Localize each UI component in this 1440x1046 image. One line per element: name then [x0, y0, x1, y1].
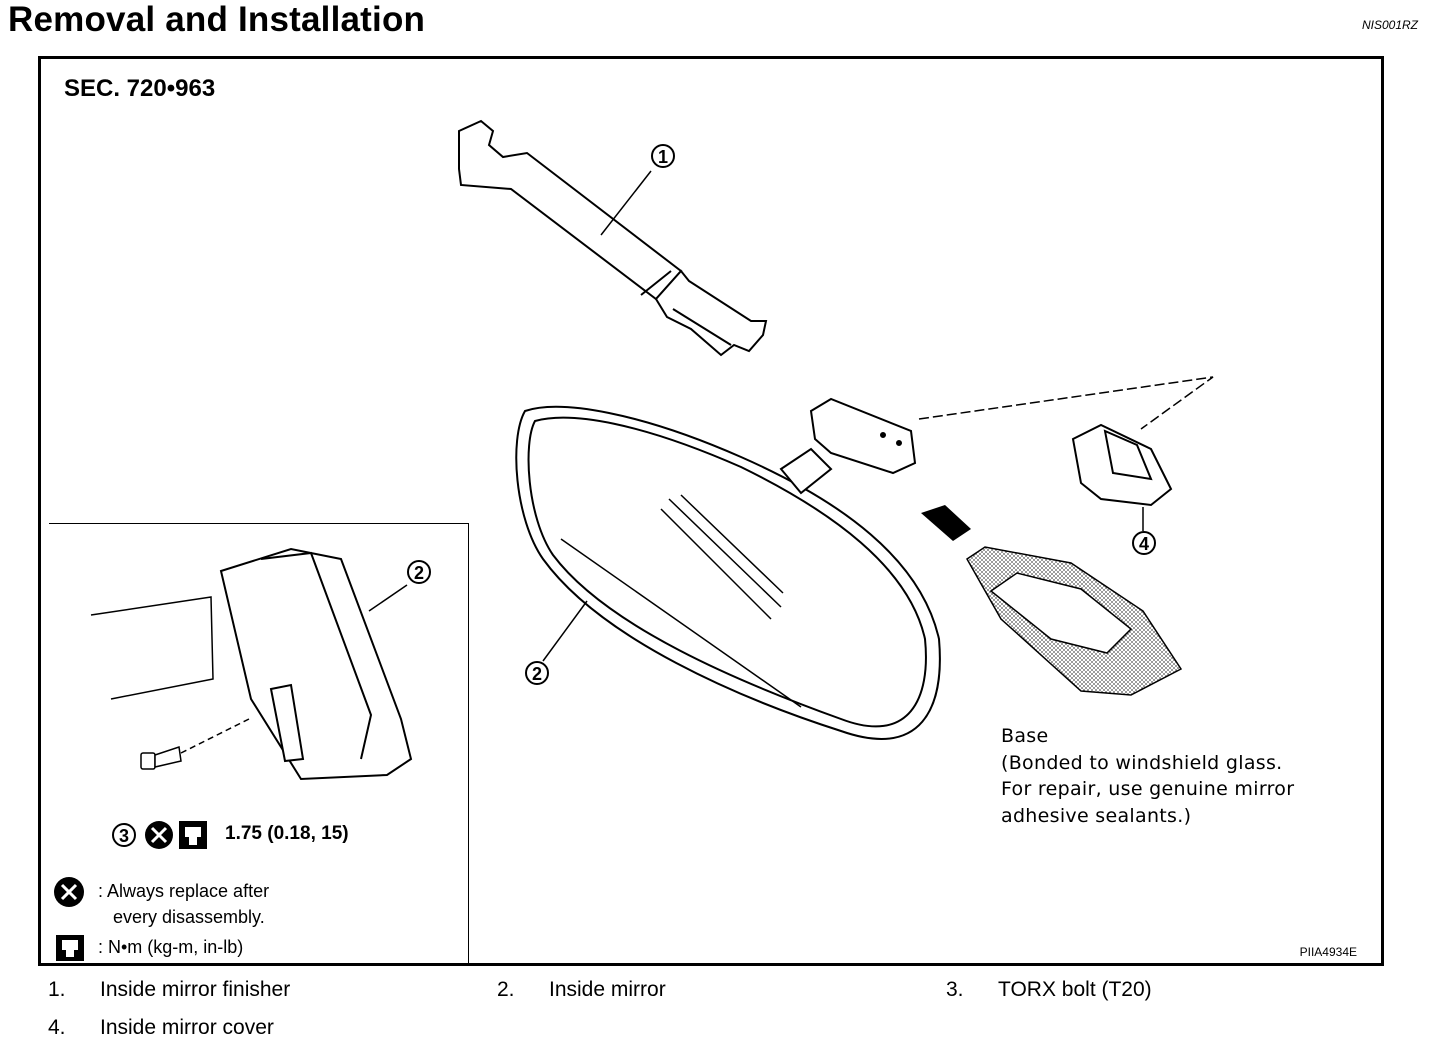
inset-panel: [49, 523, 469, 965]
legend-torque-units: : N•m (kg-m, in-lb): [98, 937, 244, 957]
replace-icon: [54, 877, 84, 907]
document-id: NIS001RZ: [1361, 18, 1418, 32]
part-name: Inside mirror: [549, 978, 666, 1001]
torque-wrench-icon: [56, 935, 84, 961]
illustration-frame: SEC. 720•963 1: [38, 56, 1384, 966]
callout-3: 3: [119, 826, 129, 846]
section-label: SEC. 720•963: [64, 75, 216, 102]
base-note: Base (Bonded to windshield glass. For re…: [1001, 723, 1294, 829]
legend-replace-line2: every disassembly.: [113, 907, 265, 927]
figure-id: PIIA4934E: [1299, 945, 1357, 959]
part-name: Inside mirror cover: [100, 1016, 274, 1039]
callout-4: 4: [1139, 534, 1149, 554]
torque-spec: 1.75 (0.18, 15): [225, 823, 349, 844]
mirror-cover-part: [1071, 423, 1173, 507]
torque-wrench-icon: [179, 821, 207, 849]
base-note-line1: Base: [1001, 725, 1049, 747]
page-title: Removal and Installation: [8, 0, 426, 39]
legend-replace-line1: : Always replace after: [98, 881, 270, 901]
inset-mirror-detail: [90, 547, 413, 781]
inside-mirror-part: [515, 405, 941, 740]
base-note-line4: adhesive sealants.): [1001, 804, 1192, 827]
base-note-line2: (Bonded to windshield glass.: [1001, 751, 1283, 774]
mirror-mount: [779, 397, 917, 495]
part-number: 4.: [48, 1016, 66, 1039]
callout-1: 1: [658, 147, 668, 167]
mirror-illustration: 1 4: [54, 119, 1214, 961]
base-note-line3: For repair, use genuine mirror: [1001, 778, 1295, 800]
windshield-base-part: [966, 546, 1183, 696]
part-number: 1.: [48, 978, 66, 1001]
part-number: 3.: [946, 978, 964, 1001]
mirror-finisher-part: [458, 119, 768, 357]
torx-bolt-part: [140, 746, 182, 770]
part-name: Inside mirror finisher: [100, 978, 291, 1001]
part-number: 2.: [497, 978, 515, 1001]
callout-2-main: 2: [532, 664, 542, 684]
direction-arrow: [921, 505, 971, 541]
replace-icon: [145, 821, 173, 849]
part-name: TORX bolt (T20): [998, 978, 1152, 1001]
callout-2-inset: 2: [414, 563, 424, 583]
